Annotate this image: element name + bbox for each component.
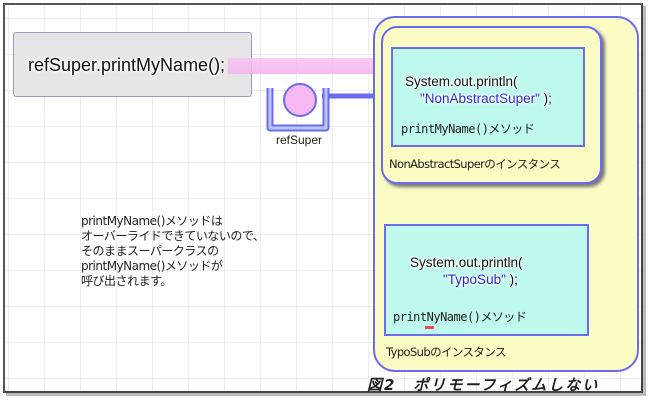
- code-end: );: [539, 91, 552, 106]
- code-string: "TypoSub": [443, 272, 506, 287]
- sub-method-label: printNyName()メソッド: [393, 310, 527, 324]
- code-line: System.out.println(: [410, 255, 523, 270]
- code-line: System.out.println(: [405, 74, 518, 89]
- note-line: オーバーライドできていないので、: [81, 229, 265, 243]
- sub-method-box: [384, 224, 589, 336]
- note-line: そのままスーパークラスの: [81, 244, 219, 258]
- sub-instance-label: TypoSubのインスタンス: [386, 345, 507, 359]
- typo-highlight: [425, 326, 434, 329]
- code-line-2: "NonAbstractSuper" );: [405, 90, 552, 107]
- note-line: printMyName()メソッドは: [81, 214, 223, 228]
- super-method-label: printMyName()メソッド: [401, 122, 535, 136]
- figure-caption: 図2 ポリモーフィズムしない: [367, 376, 600, 394]
- super-instance-label: NonAbstractSuperのインスタンス: [389, 157, 561, 171]
- super-method-code: System.out.println("NonAbstractSuper" );: [405, 73, 552, 107]
- call-arrow: [228, 52, 394, 80]
- sub-method-code: System.out.println("TypoSub" );: [410, 254, 523, 288]
- reference-ball: [283, 83, 317, 117]
- variable-name: refSuper: [276, 133, 323, 147]
- super-method-box: [391, 47, 585, 147]
- reference-variable: [266, 83, 376, 132]
- method-call-code: refSuper.printMyName();: [28, 55, 226, 75]
- note-line: 呼び出されます。: [81, 274, 172, 288]
- code-line-2: "TypoSub" );: [410, 271, 523, 288]
- explanation-note: printMyName()メソッドはオーバーライドできていないので、そのままスー…: [81, 214, 265, 289]
- code-end: );: [505, 272, 518, 287]
- code-string: "NonAbstractSuper": [420, 91, 540, 106]
- note-line: printMyName()メソッドが: [81, 259, 223, 273]
